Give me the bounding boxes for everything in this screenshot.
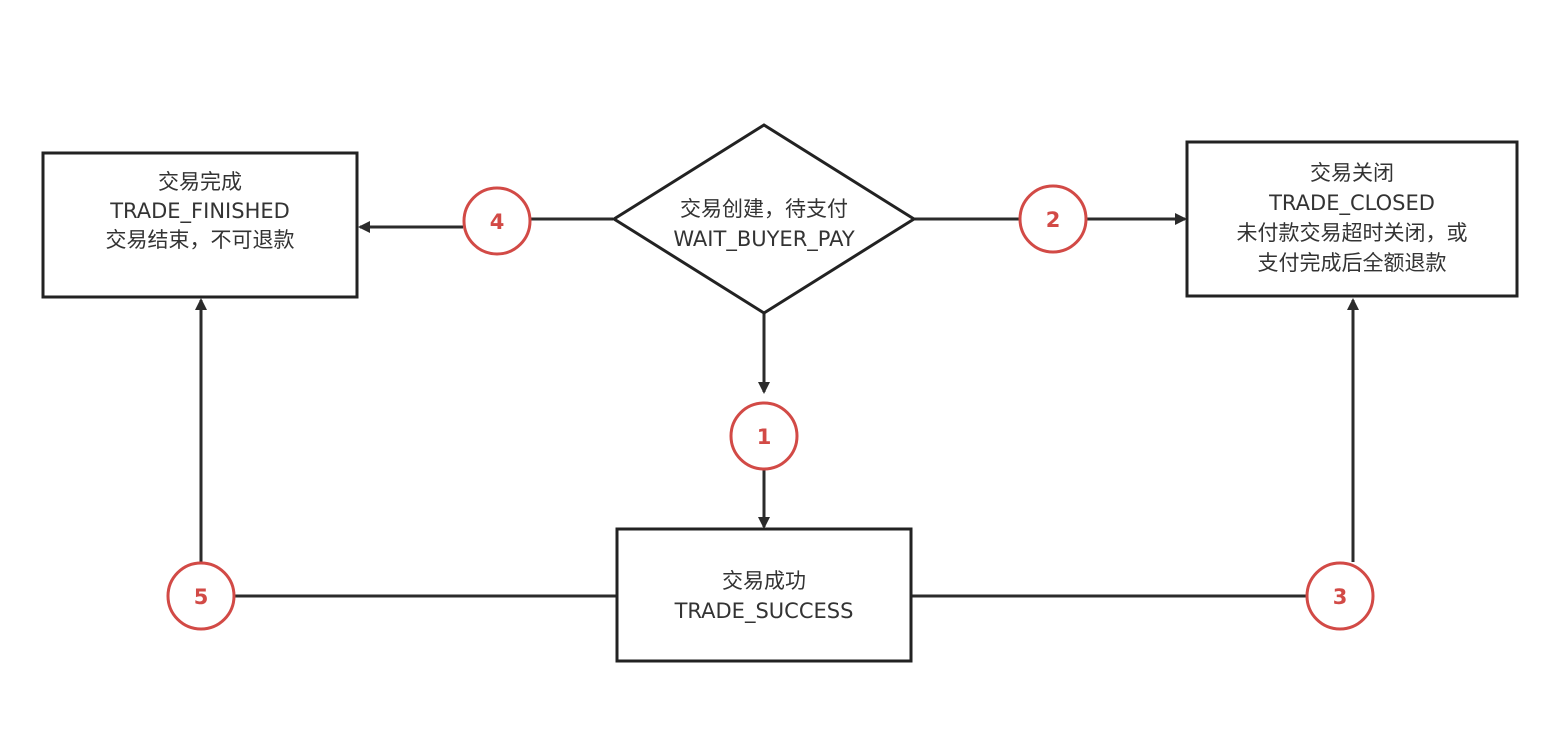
- node-success-line-2: TRADE_SUCCESS: [674, 599, 854, 624]
- node-success-line-1: 交易成功: [722, 569, 806, 593]
- node-closed-line-4: 支付完成后全额退款: [1258, 251, 1447, 275]
- node-trade-success: 交易成功 TRADE_SUCCESS: [615, 527, 913, 663]
- node-closed-line-2: TRADE_CLOSED: [1268, 191, 1435, 216]
- node-trade-closed: 交易关闭 TRADE_CLOSED 未付款交易超时关闭，或 支付完成后全额退款: [1185, 140, 1519, 298]
- connectors: [195, 213, 1359, 598]
- node-start-line-1: 交易创建，待支付: [680, 197, 848, 221]
- node-finished-line-2: TRADE_FINISHED: [109, 199, 290, 224]
- success-box: [615, 527, 913, 663]
- step-marker-3-label: 3: [1333, 585, 1348, 609]
- node-closed-line-1: 交易关闭: [1310, 161, 1394, 185]
- step-marker-5-label: 5: [194, 585, 209, 609]
- step-marker-4-circle: [462, 186, 532, 256]
- finished-box: [41, 151, 359, 299]
- closed-box: [1185, 140, 1519, 298]
- step-marker-3: 3: [1305, 561, 1375, 631]
- step-marker-5-circle: [166, 561, 236, 631]
- step-marker-2-circle: [1018, 184, 1088, 254]
- decision-diamond: [611, 123, 917, 315]
- node-finished-line-1: 交易完成: [158, 170, 242, 194]
- step-marker-1-circle: [729, 401, 799, 471]
- node-closed-line-3: 未付款交易超时关闭，或: [1237, 221, 1468, 245]
- step-marker-1: 1: [729, 401, 799, 471]
- node-finished-line-3: 交易结束，不可退款: [106, 228, 295, 252]
- step-marker-4: 4: [462, 186, 532, 256]
- step-marker-3-circle: [1305, 561, 1375, 631]
- step-marker-2-label: 2: [1046, 208, 1061, 232]
- node-start-line-2: WAIT_BUYER_PAY: [673, 227, 855, 252]
- step-marker-2: 2: [1018, 184, 1088, 254]
- step-marker-5: 5: [166, 561, 236, 631]
- step-marker-4-label: 4: [490, 210, 505, 234]
- node-wait-buyer-pay: 交易创建，待支付 WAIT_BUYER_PAY: [611, 123, 917, 315]
- node-trade-finished: 交易完成 TRADE_FINISHED 交易结束，不可退款: [41, 151, 359, 299]
- step-marker-1-label: 1: [757, 425, 772, 449]
